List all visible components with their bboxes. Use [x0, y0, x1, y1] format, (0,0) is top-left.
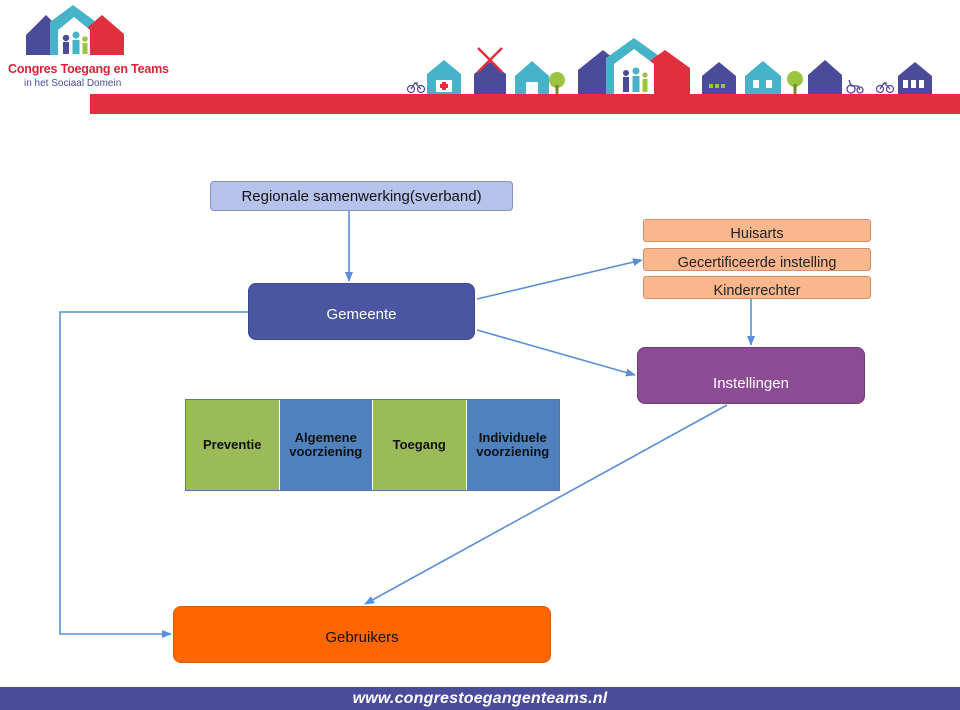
family-house-icon [578, 38, 690, 94]
gebruikers-box: Gebruikers [173, 606, 551, 663]
header-band-gap [0, 94, 90, 114]
preventie-cell: Preventie [186, 400, 280, 490]
header-red-band [0, 94, 960, 114]
tree-icon [787, 71, 803, 94]
medical-house-icon [427, 60, 461, 94]
apartment-house-icon [898, 62, 932, 94]
school-house-icon [702, 62, 736, 94]
footer-bar: www.congrestoegangenteams.nl [0, 687, 960, 710]
small-house-icon [808, 60, 842, 94]
kinderrechter-box: Kinderrechter [643, 276, 871, 299]
gemeente-box: Gemeente [248, 283, 475, 340]
individuele-voorziening-cell: Individuele voorziening [466, 400, 559, 490]
header-banner [26, 5, 932, 94]
houses-logo-icon [26, 5, 124, 55]
shop-house-icon [745, 61, 781, 94]
toegang-cell: Toegang [373, 400, 467, 490]
windmill-icon [474, 47, 506, 94]
playground-house-icon [515, 61, 549, 94]
tree-icon [549, 72, 565, 94]
arrow-gemeente-to-instellingen [476, 329, 636, 377]
algemene-voorziening-cell: Algemene voorziening [279, 400, 373, 490]
wheelchair-icon [846, 79, 864, 94]
gecertificeerde-instelling-box: Gecertificeerde instelling [643, 248, 871, 271]
service-levels-strip: Preventie Algemene voorziening Toegang I… [185, 399, 560, 491]
footer-url[interactable]: www.congrestoegangenteams.nl [352, 689, 608, 707]
logo-title: Congres Toegang en Teams [8, 62, 169, 76]
regional-cooperation-box: Regionale samenwerking(sverband) [210, 181, 513, 211]
huisarts-box: Huisarts [643, 219, 871, 242]
bicycle-icon [875, 82, 895, 94]
instellingen-box: Instellingen [637, 347, 865, 404]
arrow-gemeente-to-referrers [476, 258, 643, 300]
logo-subtitle: in het Sociaal Domein [24, 78, 122, 89]
bicycle-icon [406, 82, 426, 94]
